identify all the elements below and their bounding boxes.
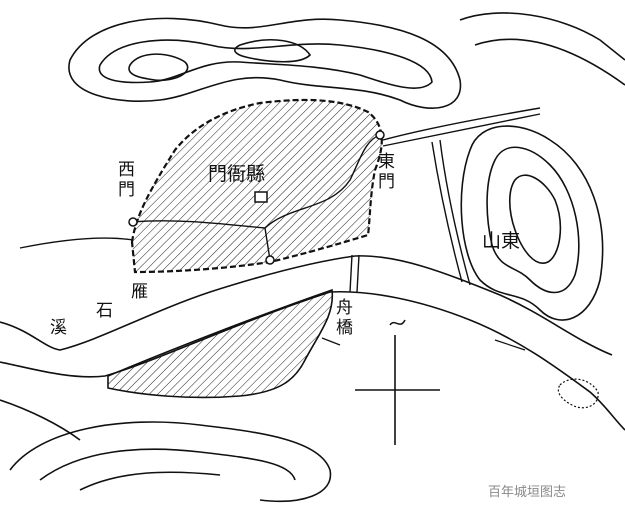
river-name-char-2: 石: [96, 301, 113, 321]
east-mountain-label: 東山: [482, 230, 521, 252]
west-gate-label: 西門: [114, 160, 134, 200]
north-arrow-head-icon: [389, 319, 406, 326]
south-bank-hatched-area: [107, 288, 334, 399]
gate-markers: [128, 130, 385, 265]
river-name-char-3: 溪: [50, 318, 67, 338]
county-office-label: 縣衙門: [208, 163, 266, 185]
county-office-marker: [254, 191, 268, 203]
river-rocks: [494, 339, 599, 409]
watermark: 百年城垣图志: [488, 485, 567, 500]
north-arrow: [355, 335, 440, 445]
boat-bridge-label: 舟橋: [332, 298, 352, 338]
roads: [19, 107, 541, 293]
bridge-pointer: [321, 337, 341, 346]
city-wall: [130, 98, 383, 274]
east-gate-label: 東門: [374, 152, 394, 192]
river-name-char-1: 雁: [131, 282, 148, 302]
river: [0, 255, 625, 431]
contour-lines: [0, 12, 625, 503]
